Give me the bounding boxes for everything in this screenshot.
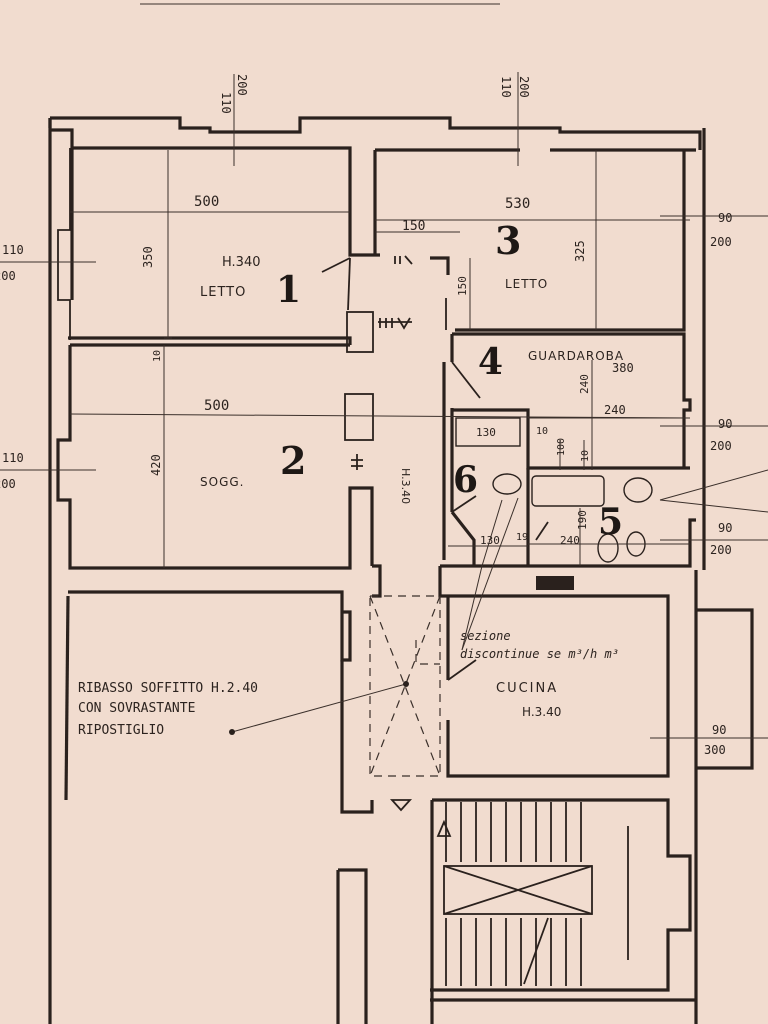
win-right4-b: 200: [710, 439, 732, 453]
room4-label: GUARDAROBA: [528, 349, 624, 363]
dim-bath-100: 100: [556, 438, 567, 456]
kitchen: CUCINA H.3.40: [446, 594, 754, 778]
kitchen-label: CUCINA: [496, 681, 558, 696]
dim-wall-10: 10: [152, 350, 163, 362]
win-right5-b: 200: [710, 543, 732, 557]
dim-room1-width: 500: [194, 194, 219, 210]
ceiling-note-line2: CON SOVRASTANTE: [78, 701, 195, 716]
win-top1-a: 110: [219, 92, 233, 114]
corridor-dot: [403, 681, 409, 687]
win-left1-a: 110: [2, 243, 24, 257]
room-4: 4 GUARDAROBA: [442, 332, 692, 468]
room4-number: 4: [478, 341, 503, 383]
dim-closet-150-v: 150: [456, 276, 469, 296]
section-note-line2: discontinue se m³/h m³: [460, 647, 619, 661]
win-top3-a: 110: [499, 76, 513, 98]
section-note-leader-2: [461, 499, 503, 651]
storage-area: [64, 590, 374, 1024]
ceiling-note-dot: [229, 729, 235, 735]
win-left2-b: 200: [0, 477, 16, 491]
room2-label: SOGG.: [200, 475, 244, 489]
dim-room3-width: 530: [505, 196, 530, 212]
dim-bath-190: 190: [576, 510, 589, 530]
section-note-line1: sezione: [460, 629, 511, 643]
exterior-walls: [48, 116, 706, 1024]
room-1: H.340 LETTO 1: [68, 146, 412, 353]
corridor: H.3.40: [369, 468, 448, 812]
dim-guardaroba-240: 240: [578, 374, 591, 394]
dim-guardaroba-380: 380: [612, 361, 634, 375]
win-left1-b: 200: [0, 269, 16, 283]
dim-room2-width: 500: [204, 398, 229, 414]
room-3: LETTO 3: [373, 148, 696, 332]
win-right3-a: 90: [718, 211, 732, 225]
win-right3-b: 200: [710, 235, 732, 249]
bathrooms: 6 5: [440, 408, 696, 590]
dim-bath-10b: 10: [580, 450, 591, 462]
dim-bath-19: 19: [516, 532, 528, 543]
dimension-lines: [0, 72, 768, 739]
ceiling-note-leader: [231, 683, 407, 733]
win-top3-b: 200: [517, 76, 531, 98]
win-right5-a: 90: [718, 521, 732, 535]
kitchen-height: H.3.40: [522, 705, 561, 719]
ceiling-note-line3: RIPOSTIGLIO: [78, 723, 164, 738]
room5-number: 5: [598, 501, 623, 543]
dim-closet-150: 150: [402, 219, 425, 234]
dim-bath-10a: 10: [536, 426, 548, 437]
dim-room3-depth: 325: [573, 240, 587, 262]
room1-label: LETTO: [200, 285, 246, 300]
room3-label: LETTO: [505, 277, 548, 291]
win-top1-b: 200: [235, 74, 249, 96]
dim-bath-240: 240: [604, 403, 626, 417]
annotations: RIBASSO SOFFITTO H.2.40 CON SOVRASTANTE …: [78, 497, 619, 738]
dim-room1-depth: 350: [141, 246, 155, 268]
win-right4-a: 90: [718, 417, 732, 431]
corridor-height: H.3.40: [399, 468, 412, 504]
win-cucina-b: 300: [704, 743, 726, 757]
room2-number: 2: [280, 438, 306, 483]
dim-room2-depth: 420: [149, 454, 163, 476]
room3-number: 3: [495, 218, 521, 263]
room-2: SOGG. 2: [56, 343, 374, 570]
staircase: [430, 798, 696, 1024]
win-left2-a: 110: [2, 451, 24, 465]
room6-number: 6: [453, 459, 478, 501]
room1-height: H.340: [222, 255, 261, 270]
win-cucina-a: 90: [712, 723, 726, 737]
section-note-leader: [461, 497, 519, 651]
dim-bath-240b: 240: [560, 534, 580, 547]
room1-number: 1: [276, 269, 301, 311]
ceiling-note-line1: RIBASSO SOFFITTO H.2.40: [78, 681, 258, 696]
dim-bath6-130: 130: [476, 426, 496, 439]
